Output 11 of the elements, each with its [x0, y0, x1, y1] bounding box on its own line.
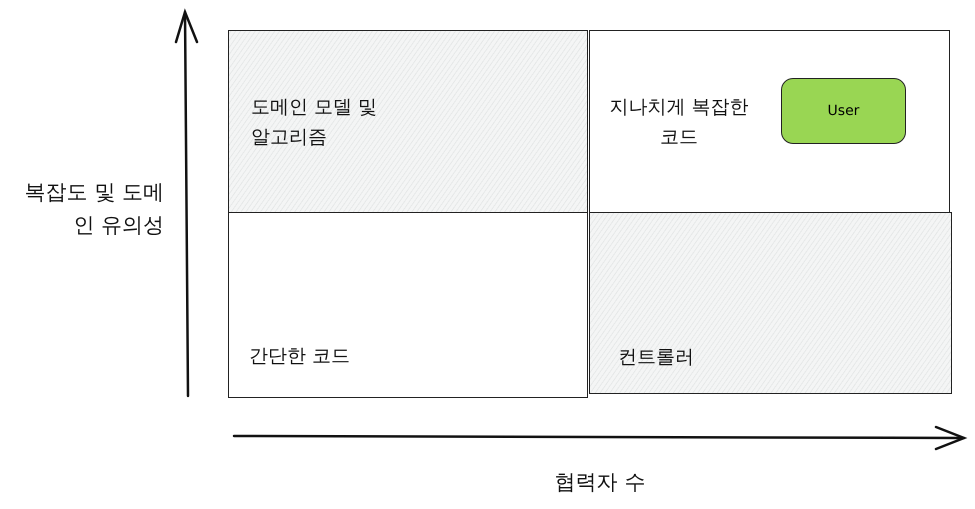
user-box: User: [781, 78, 906, 144]
quadrant-label: 도메인 모델 및 알고리즘: [251, 94, 378, 150]
quadrant-label: 컨트롤러: [618, 345, 695, 370]
axis-label: 협력자 수: [554, 469, 646, 496]
axis-label: 복잡도 및 도메인 유의성: [24, 179, 164, 239]
quadrant-label: 지나치게 복잡한 코드: [608, 94, 750, 150]
quadrant-box: [589, 212, 952, 394]
quadrant-box: [589, 30, 950, 213]
quadrant-box: [228, 30, 588, 213]
quadrant-label: 간단한 코드: [249, 344, 352, 369]
quadrant-box: [228, 212, 588, 398]
